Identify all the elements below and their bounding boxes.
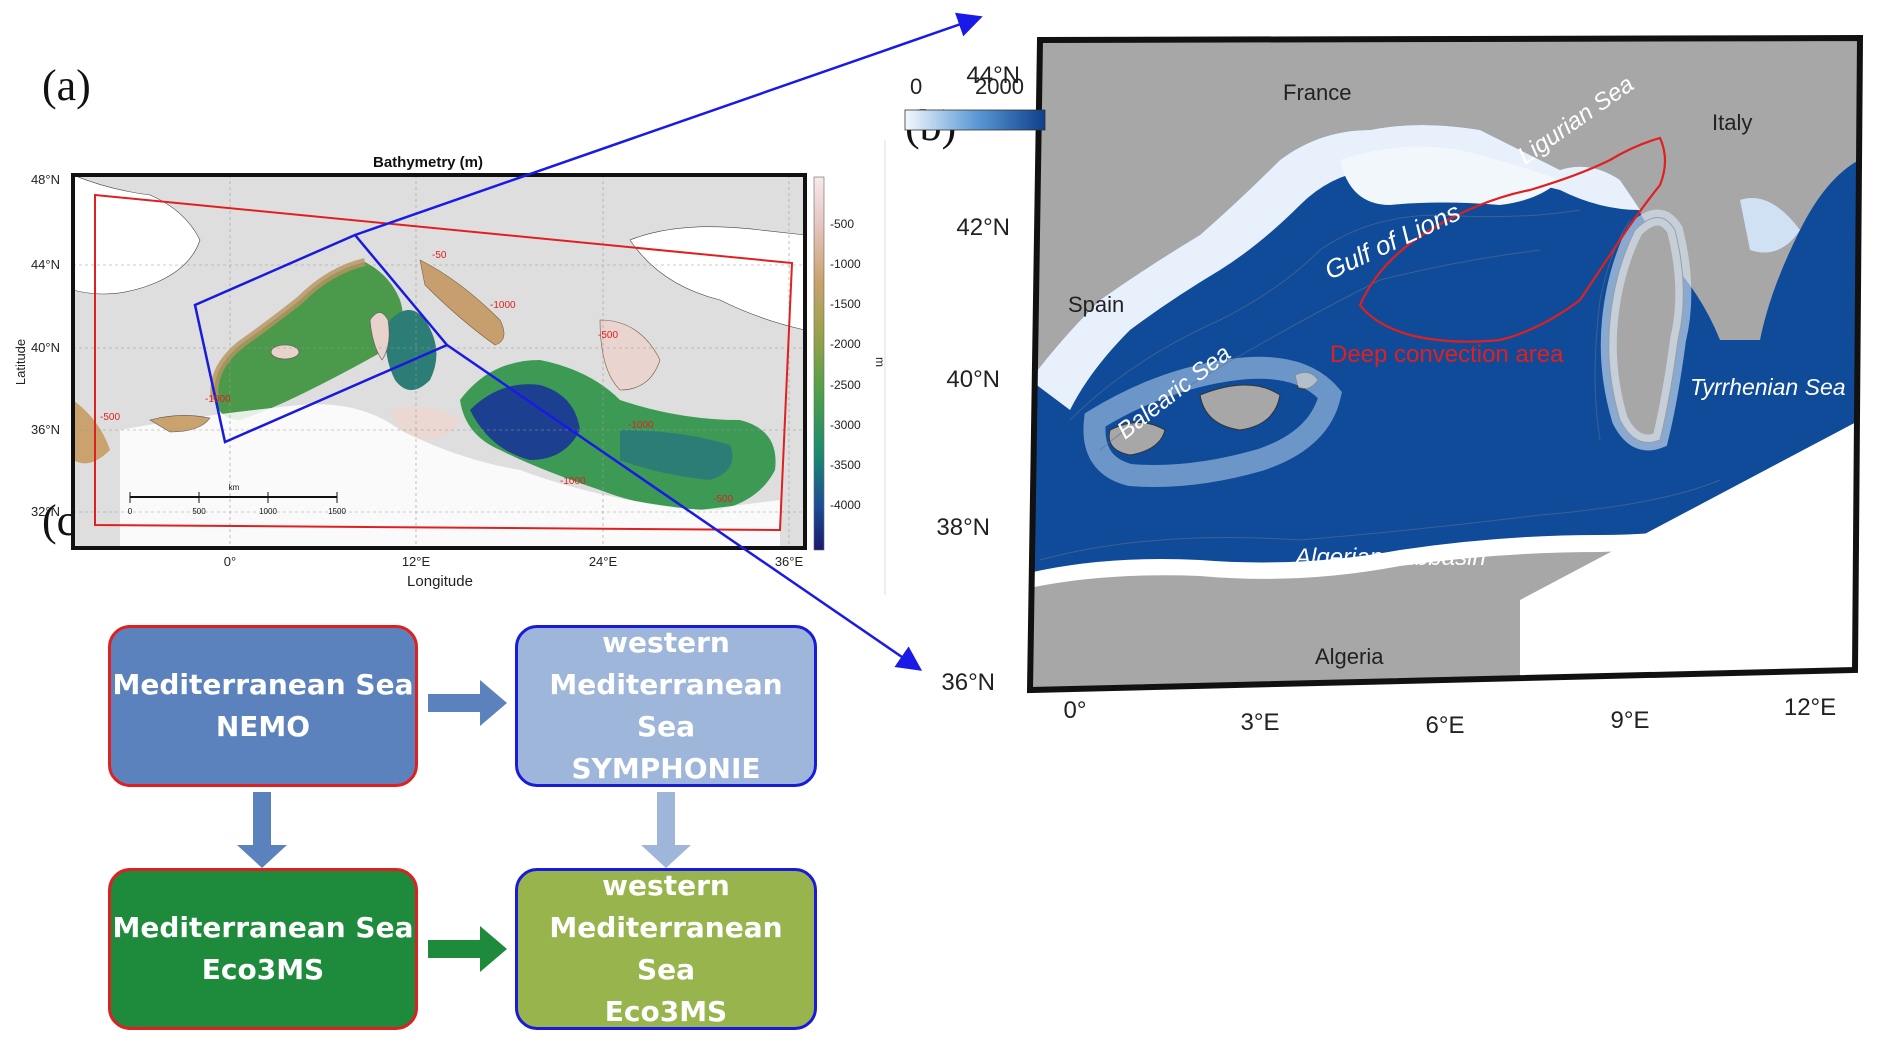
basin-ionian-deep-shape	[470, 384, 580, 460]
lon-tick-b: 6°E	[1426, 712, 1465, 739]
basin-western-shape	[214, 262, 403, 420]
contour-label: -50	[432, 250, 447, 261]
map-b-colorbar-max: 2000	[975, 74, 1024, 99]
map-a-title: Bathymetry (m)	[373, 154, 483, 171]
lat-tick: 40°N	[31, 340, 60, 355]
arrow-nemo-to-symphonie	[428, 680, 507, 726]
lon-tick-b: 9°E	[1611, 707, 1650, 734]
contour-label: -500	[100, 412, 120, 423]
land-iberia-atlantic-shape	[73, 175, 201, 295]
box-line: Eco3MS	[201, 953, 325, 986]
map-a-ylabel: Latitude	[13, 339, 28, 385]
flow-arrows	[237, 680, 691, 972]
svg-text:500: 500	[192, 507, 206, 516]
lat-tick-b: 40°N	[946, 366, 1000, 393]
map-b-colorbar	[904, 109, 1046, 131]
lat-tick-b: 42°N	[956, 214, 1010, 241]
arrow-symphonie-down	[641, 792, 691, 868]
panel-label-a: (a)	[42, 61, 91, 110]
label-italy: Italy	[1712, 110, 1752, 135]
colorbar-tick: -1500	[830, 297, 861, 311]
map-b: 0 2000 France Italy Spain Algeria Liguri…	[904, 34, 1864, 739]
svg-text:0: 0	[128, 507, 133, 516]
lat-tick-b: 36°N	[941, 669, 995, 696]
zoom-arrow-top	[354, 12, 983, 237]
svg-text:1500: 1500	[328, 507, 346, 516]
contour-label: -1000	[560, 476, 586, 487]
svg-text:1000: 1000	[259, 507, 277, 516]
arrow-nemo-down	[237, 792, 287, 868]
colorbar-tick: -4000	[830, 498, 861, 512]
lat-tick-b: 44°N	[966, 62, 1020, 89]
colorbar-tick: -2500	[830, 378, 861, 392]
box-line: Eco3MS	[604, 995, 728, 1028]
outside-domain-shape	[1520, 420, 1860, 690]
contour-label: -1000	[628, 420, 654, 431]
colorbar-tick: -3000	[830, 418, 861, 432]
box-line: Mediterranean Sea	[112, 911, 414, 944]
lon-tick: 0°	[224, 554, 236, 569]
contour-label: -1000	[490, 300, 516, 311]
label-spain: Spain	[1068, 292, 1124, 317]
lon-tick: 36°E	[775, 554, 804, 569]
lon-tick-b: 0°	[1064, 697, 1087, 724]
box-line: SYMPHONIE	[571, 752, 761, 785]
lat-tick: 44°N	[31, 257, 60, 272]
deep-convection-outline	[1358, 136, 1667, 343]
lon-tick: 12°E	[402, 554, 431, 569]
lon-tick-b: 3°E	[1241, 709, 1280, 736]
svg-text:km: km	[229, 483, 240, 492]
box-line: western	[602, 626, 730, 659]
box-line: Mediterranean Sea	[112, 668, 414, 701]
box-line: NEMO	[215, 710, 311, 743]
colorbar-tick: -500	[830, 217, 854, 231]
label-deep-convection: Deep convection area	[1330, 341, 1564, 368]
contour-label: -500	[598, 330, 618, 341]
colorbar-unit: m	[873, 357, 887, 367]
colorbar-tick: -2000	[830, 337, 861, 351]
land-black-sea-shape	[629, 226, 805, 331]
lat-tick: 48°N	[31, 172, 60, 187]
lat-tick: 32°N	[31, 504, 60, 519]
contour-label: -500	[713, 494, 733, 505]
nemo-domain-outline	[94, 193, 794, 532]
map-a-xlabel: Longitude	[407, 573, 473, 590]
lon-tick: 24°E	[589, 554, 618, 569]
box-line: Mediterranean Sea	[549, 668, 783, 743]
contour-label: -1000	[205, 394, 231, 405]
lat-tick: 36°N	[31, 422, 60, 437]
scale-bar: km 0 500 1000 1500	[128, 483, 347, 516]
lon-tick-b: 12°E	[1784, 694, 1836, 721]
colorbar-tick: -1000	[830, 257, 861, 271]
label-algeria: Algeria	[1315, 644, 1384, 669]
land-europe-shape	[1030, 38, 1860, 380]
map-b-frame	[1026, 34, 1864, 694]
label-france: France	[1283, 80, 1351, 105]
lat-tick-b: 38°N	[936, 514, 990, 541]
map-b-colorbar-min: 0	[910, 74, 922, 99]
colorbar-tick: -3500	[830, 458, 861, 472]
label-tyrrhenian-sea: Tyrrhenian Sea	[1690, 374, 1846, 400]
label-algerian-subbasin: Algerian subbasin	[1293, 544, 1486, 571]
box-line: western	[602, 869, 730, 902]
arrow-eco-to-eco-west	[428, 926, 507, 972]
box-line: Mediterranean Sea	[549, 911, 783, 986]
map-a: Bathymetry (m)	[13, 140, 887, 595]
zoom-arrow-bottom	[446, 343, 923, 671]
map-a-colorbar	[813, 176, 825, 551]
map-a-frame	[71, 173, 807, 550]
